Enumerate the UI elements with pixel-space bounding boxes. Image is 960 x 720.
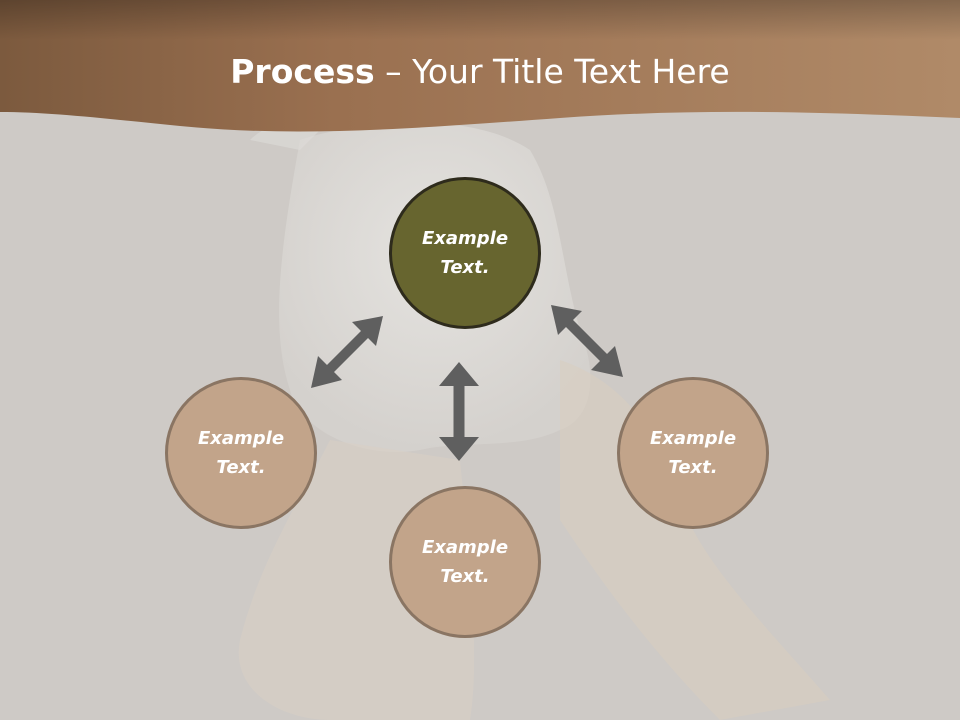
- node-bottom-label: Example Text.: [421, 537, 509, 587]
- process-node-left: Example Text.: [165, 377, 317, 529]
- process-node-top: Example Text.: [389, 177, 541, 329]
- slide-title-bold: Process: [230, 52, 375, 91]
- process-node-right: Example Text.: [617, 377, 769, 529]
- node-top-label: Example Text.: [421, 228, 509, 278]
- slide-title: Process – Your Title Text Here: [0, 52, 960, 91]
- process-node-bottom: Example Text.: [389, 486, 541, 638]
- node-right-label: Example Text.: [649, 428, 737, 478]
- slide-title-rest: – Your Title Text Here: [374, 52, 730, 91]
- arrow-top-right: [551, 305, 623, 377]
- arrow-vertical: [439, 362, 479, 461]
- arrow-top-left: [311, 316, 383, 388]
- node-left-label: Example Text.: [197, 428, 285, 478]
